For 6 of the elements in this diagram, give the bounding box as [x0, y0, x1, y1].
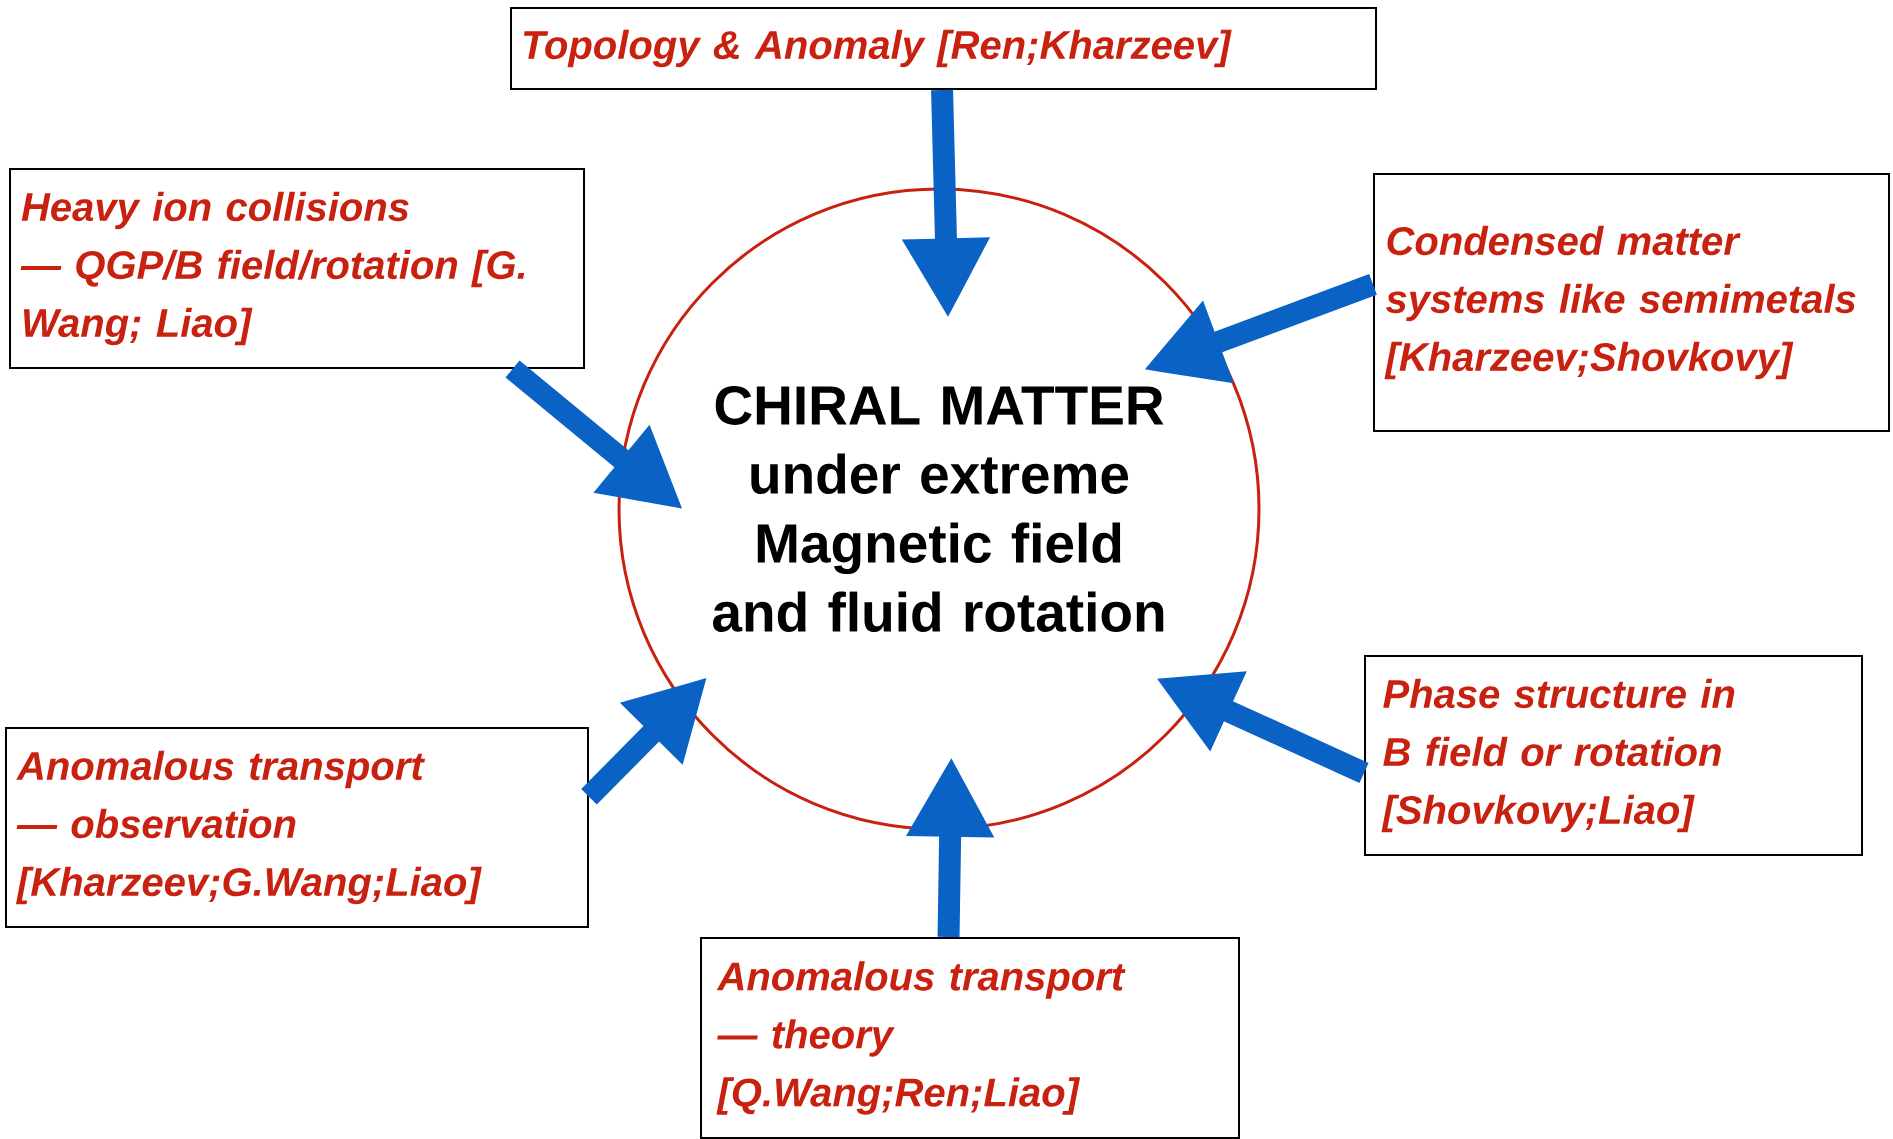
topic-box: Condensed matter systems like semimetals [Kharzeev;Shovkovy]: [1373, 173, 1890, 432]
topic-box: Anomalous transport — observation [Kharzeev;G.Wang;Liao]: [5, 727, 589, 928]
topic-box: Anomalous transport — theory [Q.Wang;Ren;Liao]: [700, 937, 1240, 1139]
topic-box: Heavy ion collisions — QGP/B field/rotation [G. Wang; Liao]: [9, 168, 585, 369]
topic-box: Topology & Anomaly [Ren;Kharzeev]: [510, 7, 1377, 90]
topic-box: Phase structure in B field or rotation [Shovkovy;Liao]: [1364, 655, 1863, 856]
